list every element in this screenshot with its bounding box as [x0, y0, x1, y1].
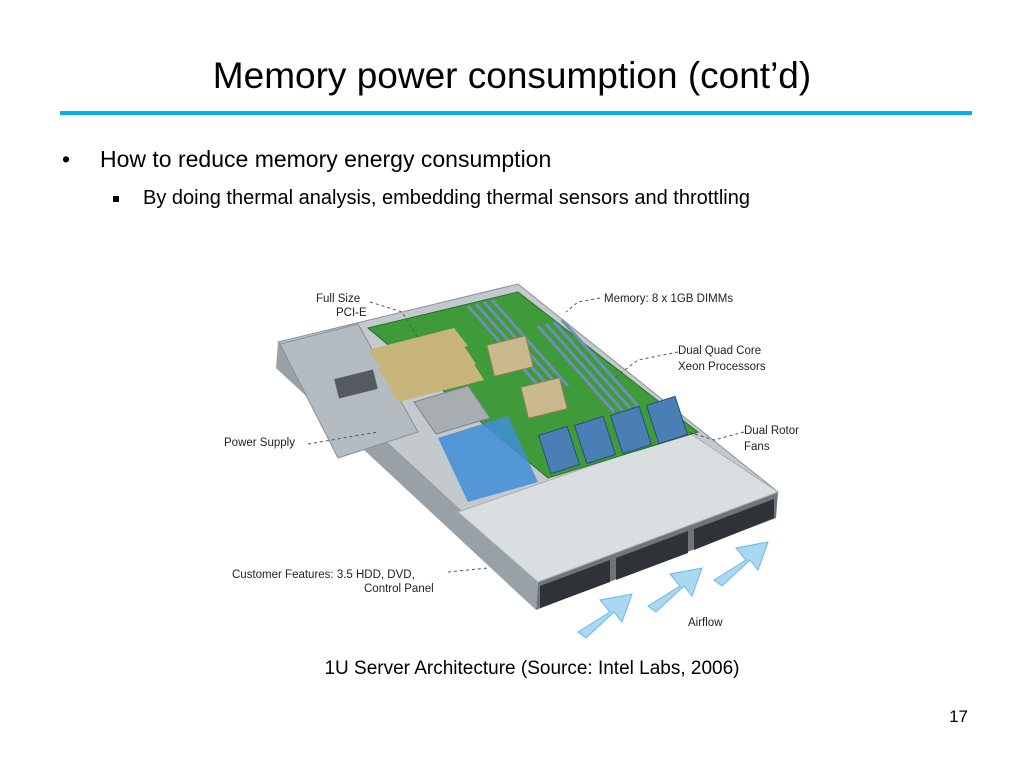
label-airflow: Airflow [688, 617, 723, 629]
airflow-arrow [713, 541, 769, 587]
fan-bank [537, 395, 689, 475]
label-customer-1: Customer Features: 3.5 HDD, DVD, [232, 569, 415, 581]
drive-bay [616, 531, 688, 580]
label-customer-2: Control Panel [364, 583, 434, 595]
cpu [486, 335, 534, 377]
sub-bullet-item: By doing thermal analysis, embedding the… [113, 185, 750, 211]
label-fans-2: Fans [744, 441, 770, 453]
pci-card [368, 328, 468, 368]
drive-bay [540, 560, 610, 608]
air-duct [438, 416, 538, 502]
airflow-arrow [577, 593, 633, 639]
label-pcie-2: PCI-E [336, 307, 367, 319]
drive-bay [694, 499, 774, 550]
cpu [520, 377, 568, 419]
bullet-item: • How to reduce memory energy consumptio… [62, 144, 551, 174]
pci-card [378, 346, 476, 386]
page-number: 17 [949, 707, 968, 726]
server-diagram: Full Size PCI-E Memory: 8 x 1GB DIMMs Du… [224, 283, 799, 639]
bullet-marker: • [62, 146, 71, 172]
heatsink [413, 385, 491, 435]
label-power-supply: Power Supply [224, 437, 295, 449]
label-fans-1: Dual Rotor [744, 425, 799, 437]
airflow-arrow [647, 567, 703, 613]
power-connector [334, 369, 378, 399]
title-divider [60, 111, 972, 115]
label-memory: Memory: 8 x 1GB DIMMs [604, 293, 733, 305]
server-architecture-figure: Full Size PCI-E Memory: 8 x 1GB DIMMs Du… [218, 282, 808, 644]
slide-title: Memory power consumption (cont’d) [212, 55, 812, 96]
label-pcie-1: Full Size [316, 293, 360, 305]
pci-card [388, 364, 484, 402]
airflow-arrows [577, 541, 769, 639]
sub-bullet-text: By doing thermal analysis, embedding the… [143, 187, 750, 209]
figure-caption: 1U Server Architecture (Source: Intel La… [324, 658, 740, 679]
callout-lines [307, 297, 745, 573]
square-bullet-icon [113, 195, 119, 202]
label-cpu-2: Xeon Processors [678, 361, 766, 373]
bullet-text: How to reduce memory energy consumption [100, 146, 552, 172]
label-cpu-1: Dual Quad Core [678, 345, 761, 357]
